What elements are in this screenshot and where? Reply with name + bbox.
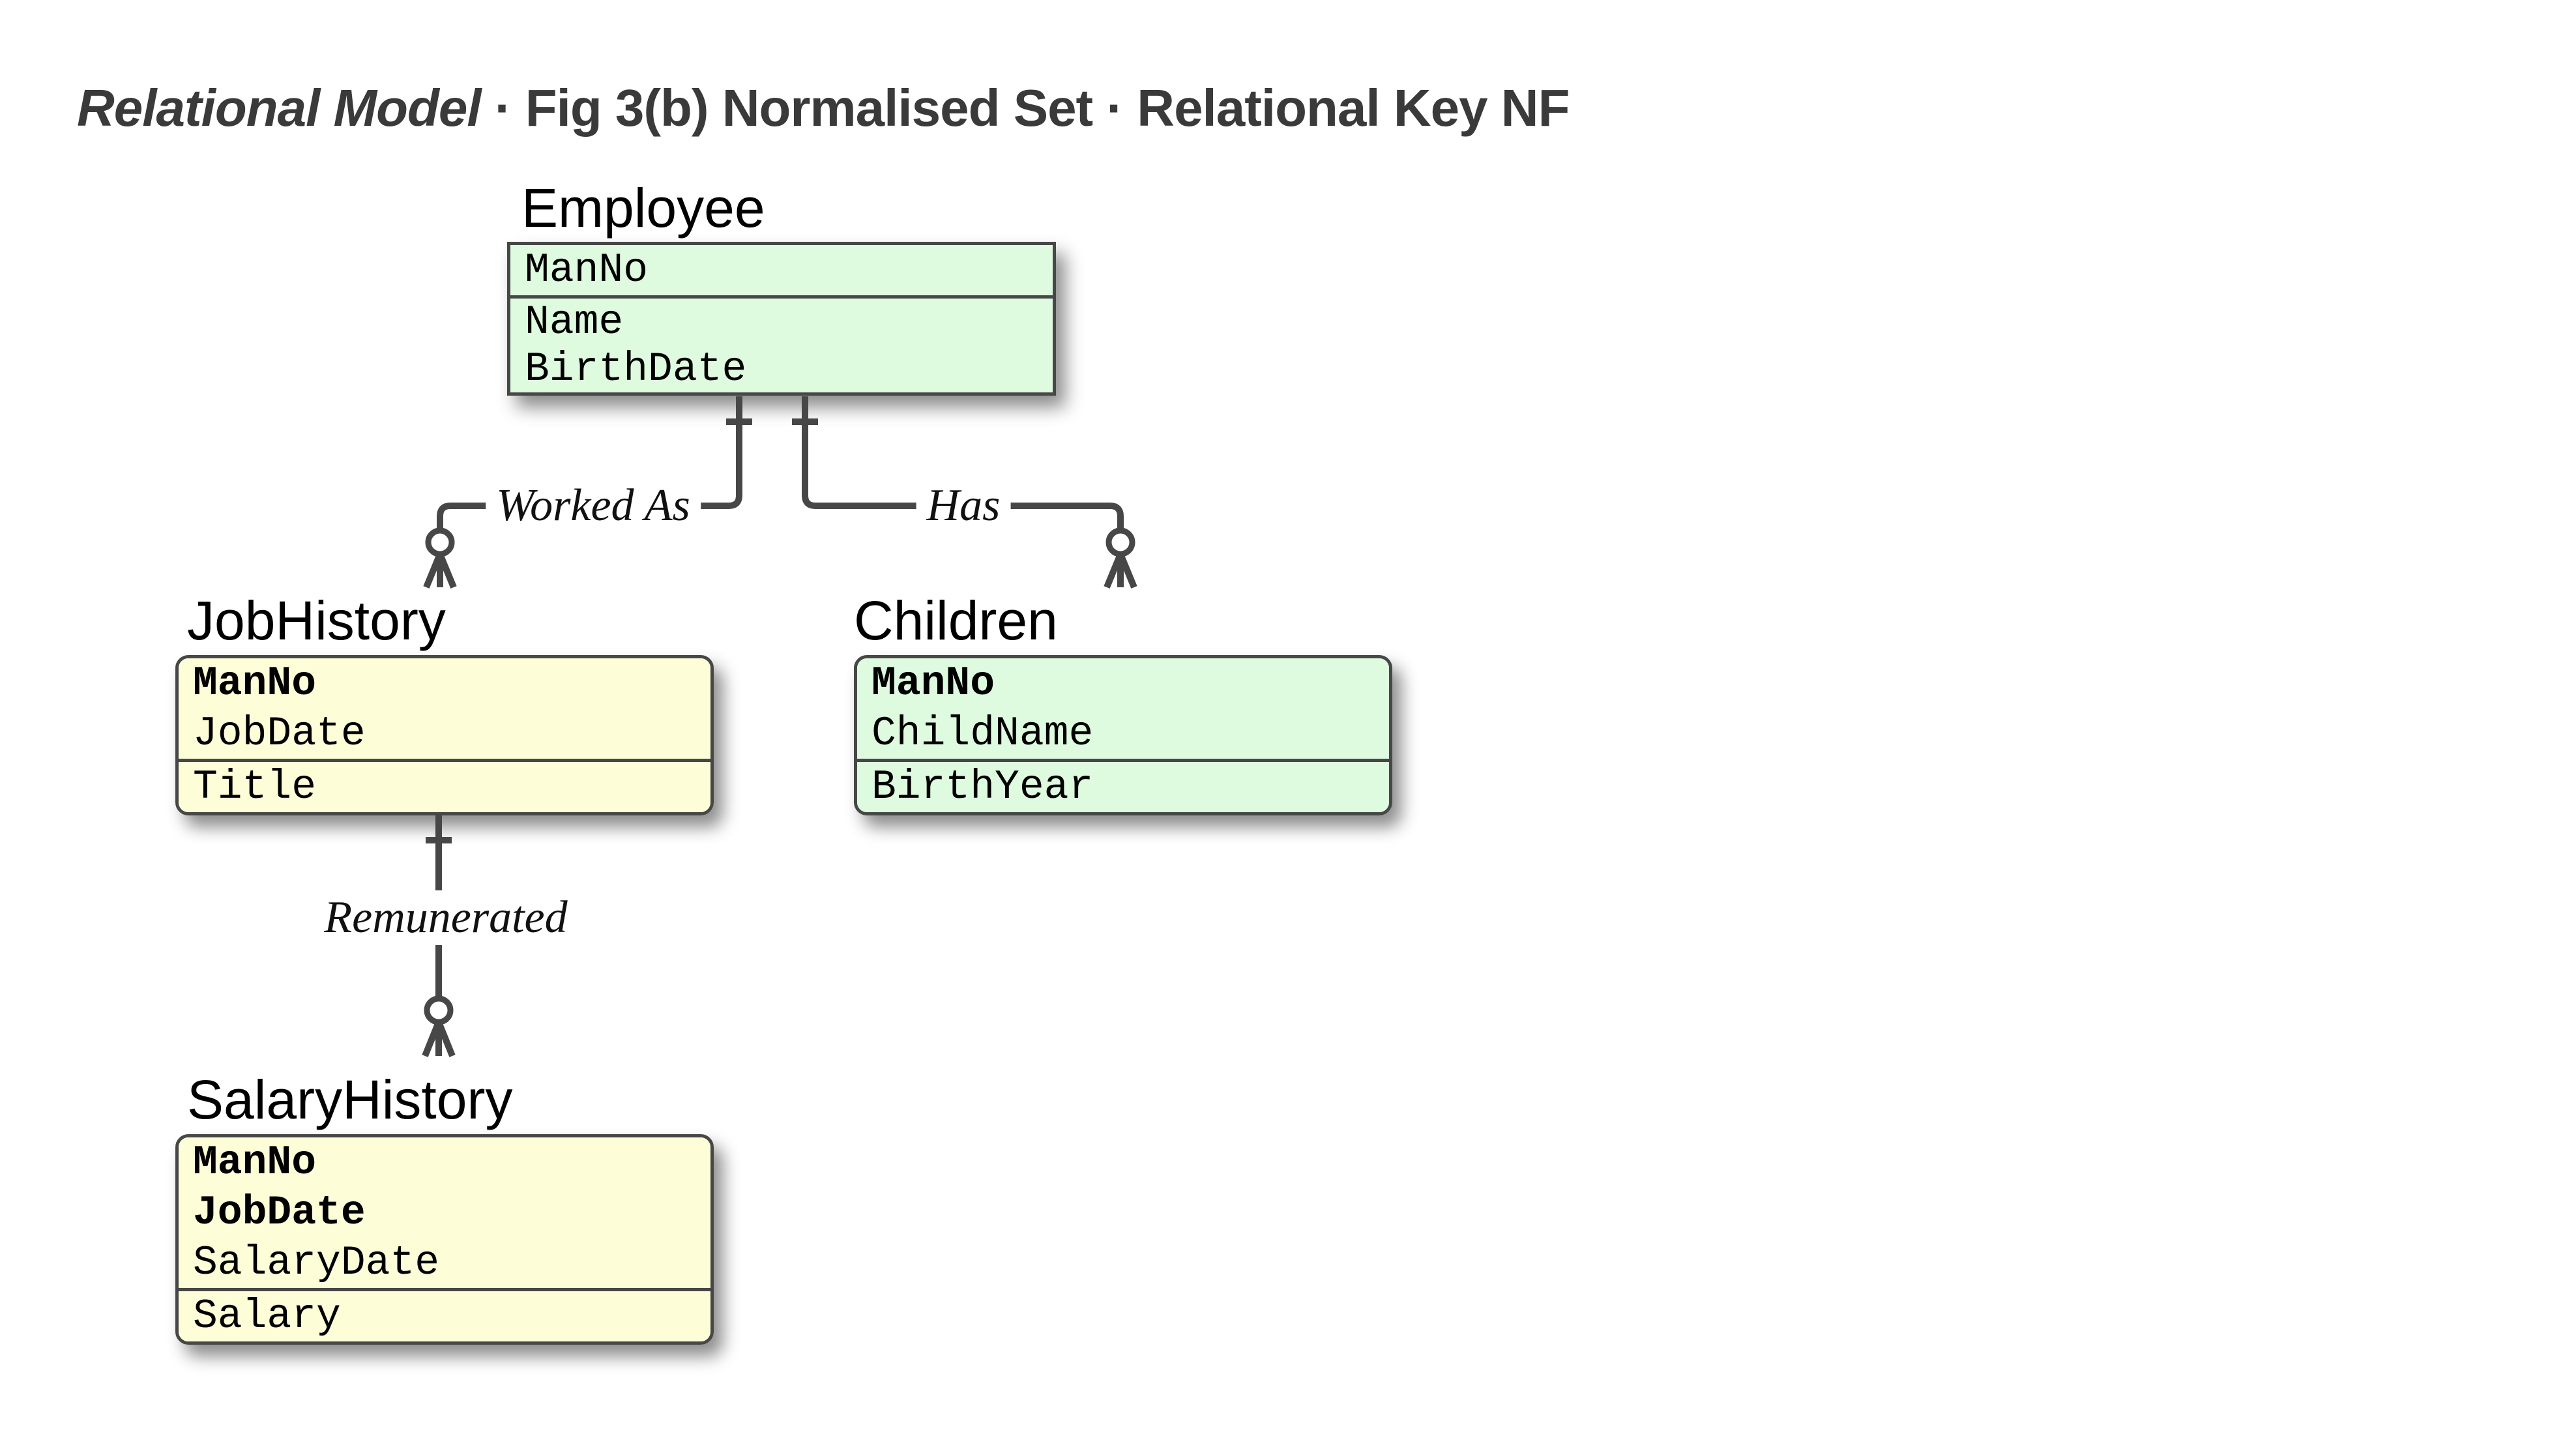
attribute-birthyear: BirthYear [871, 764, 1094, 810]
attribute-jobdate: JobDate [193, 710, 366, 757]
optional-ring-icon [1105, 527, 1135, 557]
optional-ring-icon [425, 527, 455, 557]
attribute-jobdate: JobDate [193, 1190, 366, 1236]
attribute-salarydate: SalaryDate [193, 1240, 440, 1286]
page-title: Relational Model · Fig 3(b) Normalised S… [77, 77, 1570, 139]
page-title-rest-part: · Fig 3(b) Normalised Set · Relational K… [480, 79, 1570, 137]
employee-key-compartment: ManNo [510, 245, 1053, 295]
crow-foot-many-icon [423, 553, 457, 589]
attribute-salary: Salary [193, 1293, 341, 1339]
crow-foot-many-icon [1104, 553, 1137, 589]
relationship-label-worked-as: Worked As [486, 478, 701, 533]
entity-label-employee: Employee [521, 177, 765, 239]
attribute-childname: ChildName [871, 710, 1094, 757]
employee-attr-compartment: Name BirthDate [510, 295, 1053, 392]
entity-jobhistory: ManNo JobDate Title [175, 655, 714, 815]
attribute-manno: ManNo [525, 247, 649, 293]
salaryhistory-attr-compartment: Salary [179, 1288, 710, 1341]
attribute-name: Name [525, 299, 624, 345]
page-title-model-part: Relational Model [77, 79, 482, 137]
relationship-label-has: Has [916, 478, 1011, 533]
attribute-birthdate: BirthDate [525, 345, 747, 392]
children-attr-compartment: BirthYear [857, 759, 1389, 812]
relationship-label-remunerated: Remunerated [314, 890, 578, 945]
entity-label-jobhistory: JobHistory [187, 590, 446, 651]
attribute-manno: ManNo [871, 660, 995, 707]
entity-children: ManNo ChildName BirthYear [854, 655, 1392, 815]
attribute-manno: ManNo [193, 1139, 317, 1186]
entity-label-salaryhistory: SalaryHistory [187, 1069, 513, 1130]
children-key-compartment: ManNo ChildName [857, 658, 1389, 759]
attribute-title: Title [193, 764, 317, 810]
entity-label-children: Children [854, 590, 1058, 651]
entity-employee: ManNo Name BirthDate [507, 242, 1056, 396]
jobhistory-attr-compartment: Title [179, 759, 710, 812]
jobhistory-key-compartment: ManNo JobDate [179, 658, 710, 759]
crow-foot-many-icon [422, 1021, 456, 1057]
salaryhistory-key-compartment: ManNo JobDate SalaryDate [179, 1137, 710, 1288]
optional-ring-icon [424, 995, 454, 1025]
attribute-manno: ManNo [193, 660, 317, 707]
entity-salaryhistory: ManNo JobDate SalaryDate Salary [175, 1134, 714, 1345]
